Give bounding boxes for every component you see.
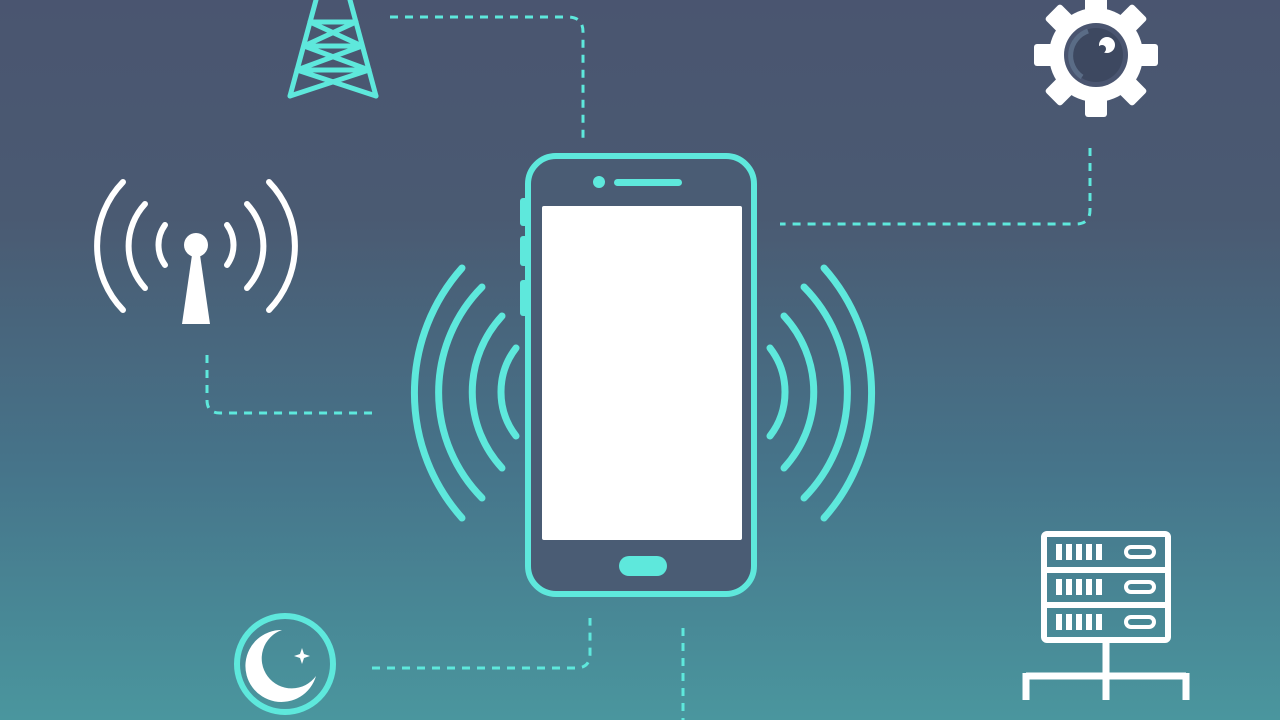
connector-tower-phone [390, 15, 585, 140]
wireless-antenna-icon [94, 179, 298, 324]
server-icon [1022, 531, 1190, 700]
signal-wave-right-1 [766, 344, 789, 440]
gear-icon [1034, 0, 1158, 117]
phone-speaker [614, 179, 682, 186]
signal-wave-left-4 [410, 264, 466, 522]
signal-wave-left-2 [468, 312, 506, 472]
signal-wave-right-3 [800, 283, 851, 502]
connector-moon-phone [372, 618, 592, 670]
phone-screen [542, 206, 742, 540]
phone-camera [593, 176, 605, 188]
connector-lines [205, 15, 1092, 720]
signal-waves [410, 264, 876, 522]
phone-home-button [619, 556, 667, 576]
cell-tower-icon [287, 0, 379, 99]
signal-wave-right-2 [780, 312, 818, 472]
signal-wave-left-1 [497, 344, 520, 440]
signal-wave-right-4 [820, 264, 876, 522]
connector-antenna-phone [205, 355, 372, 415]
smartphone-icon [520, 153, 757, 597]
connector-gear-phone [780, 148, 1092, 226]
signal-wave-left-3 [435, 283, 486, 502]
moon-icon [234, 613, 336, 715]
